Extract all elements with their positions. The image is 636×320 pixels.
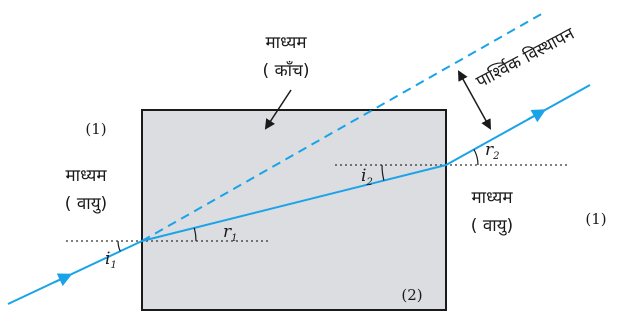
right-medium-name: ( वायु) [471,216,513,236]
angle-label-i2: i2 [361,166,373,188]
angle-arc-i2 [381,164,385,181]
glass-slab [141,109,447,311]
angle-label-i1: i1 [105,249,117,271]
glass-medium-label: माध्यम [266,33,308,53]
angle-arc-i1 [117,240,121,252]
left-medium-name: ( वायु) [65,194,107,214]
emergent-ray [445,84,591,166]
incident-ray-arrow [54,273,73,287]
angle-label-r1-symbol: r [223,222,232,242]
left-medium-label: माध्यम [66,166,108,186]
incident-ray-extension [141,11,546,242]
angle-label-r2-sub: 2 [492,151,499,162]
right-medium-label: माध्यम [472,188,514,208]
angle-label-i1-symbol: i [105,249,110,269]
lateral-shift-label: पार्श्विक विस्थापन [472,23,578,93]
angle-label-r1-sub: 1 [231,233,237,244]
angle-arc-r1 [193,227,197,242]
glass-index: (2) [401,286,422,304]
incident-ray [7,240,143,305]
glass-name-label: ( काँच) [263,60,310,81]
angle-label-r2: r2 [485,140,500,162]
angle-label-i1-sub: 1 [110,260,116,271]
glass-pointer-arrow [264,89,292,130]
refracted-ray [141,164,447,242]
lateral-shift-arrow [457,70,492,130]
emergent-ray-arrow [527,109,547,123]
angle-label-r1: r1 [223,222,238,244]
angle-label-r2-symbol: r [485,140,494,160]
angle-label-i2-sub: 2 [365,177,372,188]
angle-label-i2-symbol: i [361,166,366,186]
angle-arc-r2 [473,149,479,166]
left-medium-index: (1) [85,120,106,138]
right-medium-index: (1) [585,210,606,228]
